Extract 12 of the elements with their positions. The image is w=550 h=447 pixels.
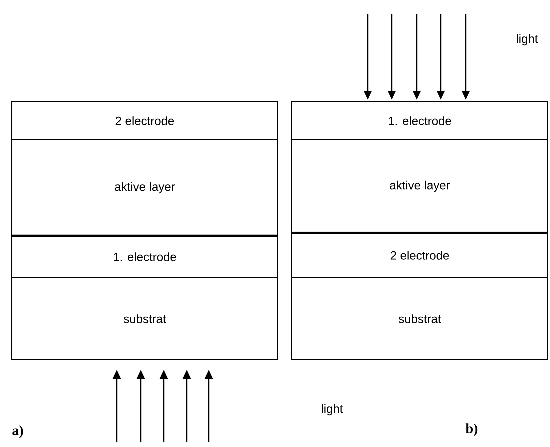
panel-label: b): [466, 424, 478, 436]
light-label: light: [517, 34, 538, 46]
layer-box: substrat: [12, 278, 278, 360]
panel-label: a): [12, 426, 24, 438]
layer-box: aktive layer: [292, 140, 548, 234]
layer-box: aktive layer: [12, 140, 278, 236]
layer-box: 1. electrode: [12, 236, 278, 278]
layer-box: substrat: [292, 278, 548, 360]
layer-box: 1. electrode: [292, 102, 548, 140]
layer-box: 2 electrode: [12, 102, 278, 140]
light-label: light: [322, 404, 344, 416]
layer-box: 2 electrode: [292, 232, 548, 278]
